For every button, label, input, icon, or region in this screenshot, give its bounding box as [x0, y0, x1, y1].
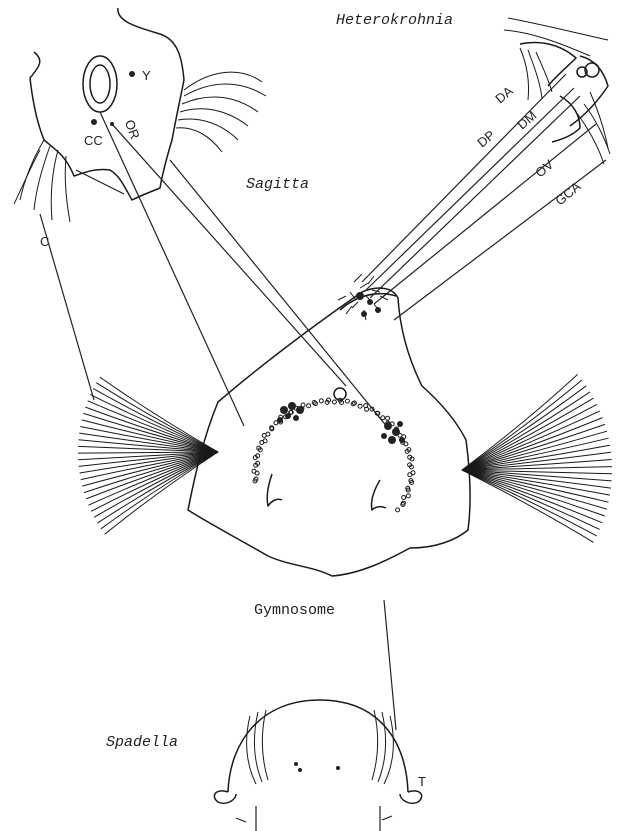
spadella-head-outline [228, 700, 408, 792]
sagitta-spot-cc [91, 119, 97, 125]
heterokrohnia-hook-groups [520, 43, 610, 164]
gymnosome-dark-patches [277, 388, 405, 444]
label-ov: OV [532, 157, 556, 181]
label-dm: DM [514, 108, 539, 132]
taxon-spadella: Spadella [106, 734, 178, 751]
gymnosome-left-bristle-fan [78, 377, 218, 534]
gymnosome-body-outline [188, 288, 470, 576]
sagitta-head-drawing: Y CC OR Sagitta [14, 8, 309, 222]
label-cc: CC [84, 133, 103, 148]
taxon-heterokrohnia: Heterokrohnia [336, 12, 453, 29]
sagitta-spot-y [129, 71, 135, 77]
sagitta-left-hooks [14, 140, 124, 222]
gymnosome-right-bristle-fan [462, 374, 612, 542]
label-or: OR [122, 118, 143, 141]
heterokrohnia-drawing: Heterokrohnia DA DM DP OV GCA [336, 12, 610, 208]
taxon-sagitta: Sagitta [246, 176, 309, 193]
label-t: T [418, 774, 426, 789]
spadella-drawing: Spadella T [106, 700, 426, 831]
sagitta-right-hooks [176, 72, 266, 152]
taxon-gymnosome: Gymnosome [254, 602, 335, 619]
gymnosome-drawing: Gymnosome [78, 274, 612, 619]
gymnosome-dot-ring [252, 398, 415, 512]
label-y: Y [142, 68, 151, 83]
label-gca: GCA [552, 178, 583, 208]
label-da: DA [492, 83, 516, 106]
label-c: C [40, 234, 49, 249]
